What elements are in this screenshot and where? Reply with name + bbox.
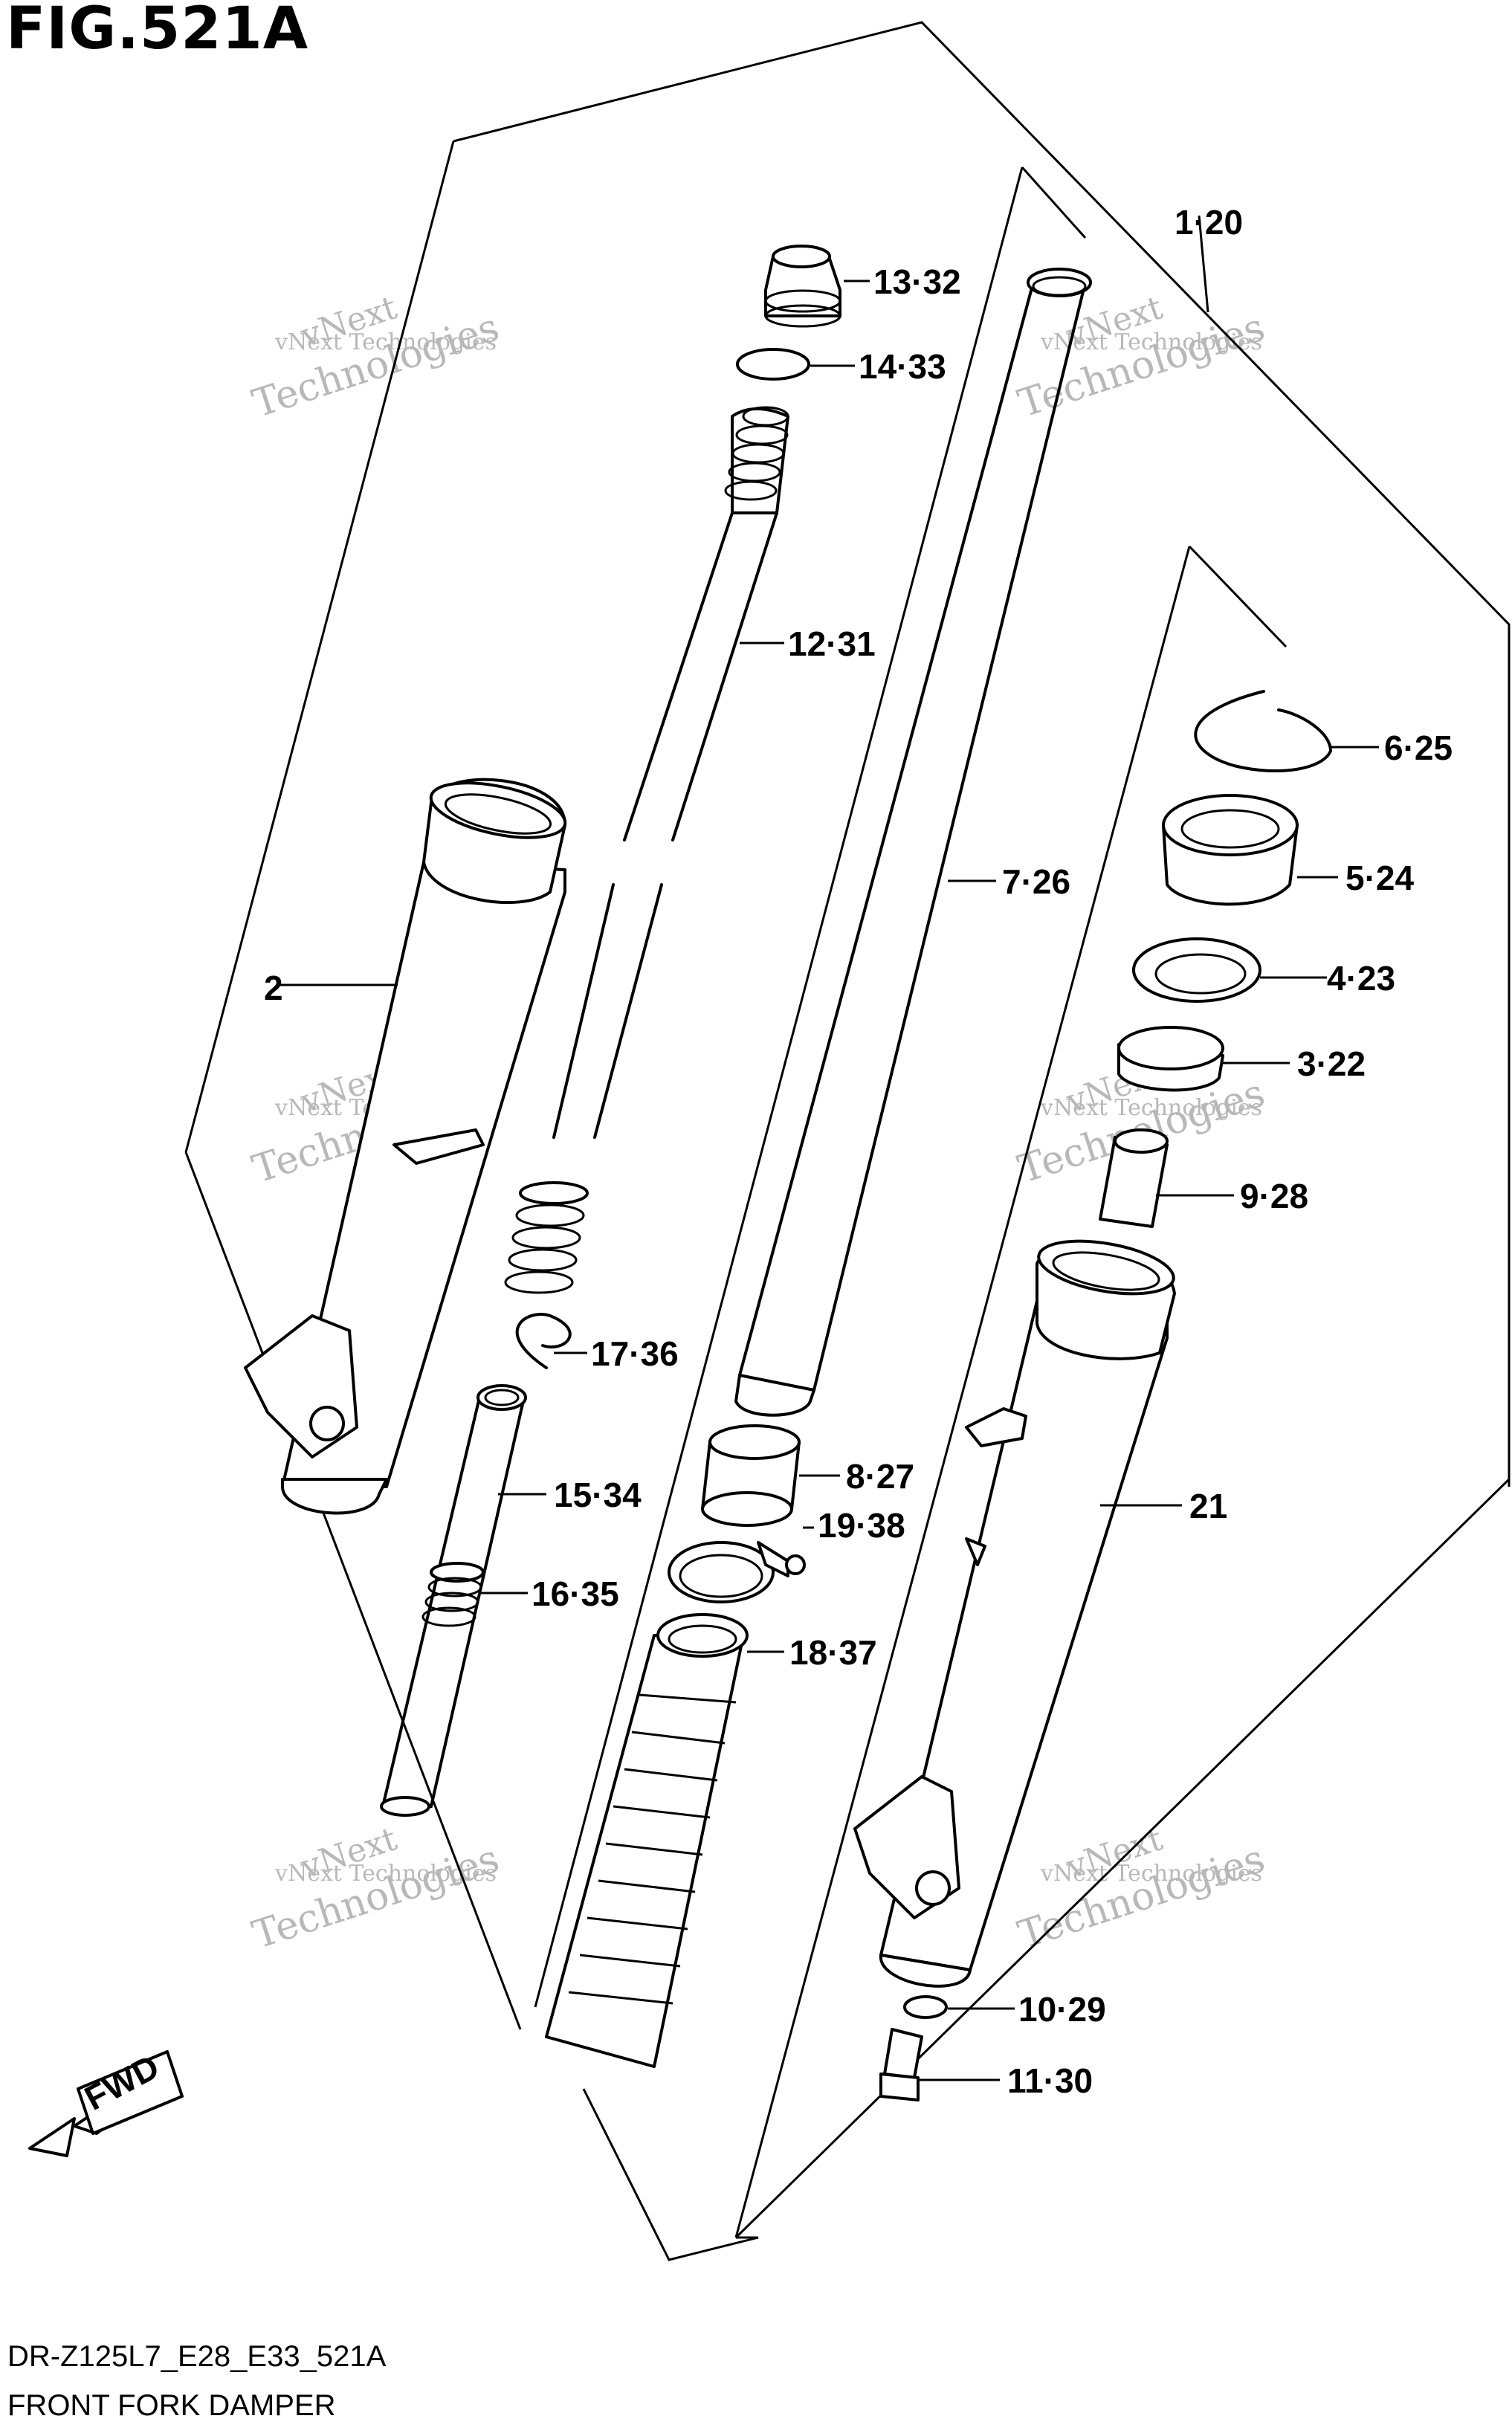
figure-title: FIG.521A [6, 0, 309, 62]
part-17-circlip [515, 1313, 572, 1369]
callout-18-37: 18·37 [789, 1633, 877, 1672]
part-15-damper-cylinder [380, 1384, 527, 1817]
callout-21: 21 [1189, 1487, 1227, 1525]
rebound-spring-top [724, 406, 789, 501]
assembly-boundary [184, 21, 1511, 2261]
part-18-dust-boot [545, 1613, 749, 2068]
callout-19-38: 19·38 [818, 1506, 905, 1545]
part-12-damper-rod [504, 406, 789, 1294]
callout-12-31: 12·31 [788, 624, 876, 663]
part-3-bushing [1117, 1026, 1224, 1092]
callout-7-26: 7·26 [1002, 862, 1070, 901]
callout-13-32: 13·32 [873, 262, 961, 301]
callout-17-36: 17·36 [591, 1334, 679, 1373]
fwd-arrow: FWD [28, 2047, 184, 2157]
part-11-bolt [879, 2028, 923, 2101]
watermark-text: vNext Technologies [1040, 1861, 1262, 1887]
leader-lines [277, 215, 1379, 2081]
watermark-text: vNext Technologies [274, 329, 497, 355]
part-2-outer-tube [244, 778, 567, 1515]
part-14-o-ring [736, 348, 810, 381]
part-7-inner-tube [734, 268, 1092, 1417]
callout-6-25: 6·25 [1384, 728, 1453, 767]
part-9-spacer [1099, 1128, 1169, 1228]
callout-5-24: 5·24 [1345, 859, 1414, 897]
part-10-gasket [903, 1995, 948, 2019]
part-13-cap-bolt [764, 245, 841, 328]
part-8-bushing [701, 1424, 801, 1527]
callout-4-23: 4·23 [1327, 959, 1395, 998]
part-4-washer [1132, 937, 1261, 1003]
callout-2: 2 [264, 969, 283, 1007]
callout-3-22: 3·22 [1297, 1044, 1366, 1083]
callout-9-28: 9·28 [1240, 1177, 1308, 1215]
part-5-oil-seal [1162, 794, 1299, 906]
callout-16-35: 16·35 [532, 1574, 619, 1613]
rebound-spring-bottom [504, 1181, 589, 1294]
callout-8-27: 8·27 [846, 1457, 914, 1496]
figure-code: DR-Z125L7_E28_E33_521A [7, 2340, 387, 2373]
part-16-spring [421, 1562, 485, 1627]
callout-10-29: 10·29 [1018, 1990, 1106, 2029]
part-19-clamp [668, 1541, 806, 1603]
callout-labels: 1·20 2 3·22 4·23 5·24 6·25 7·26 8·27 9·2… [264, 203, 1453, 2100]
watermark-text: vNext Technologies [1040, 1095, 1262, 1121]
callout-15-34: 15·34 [554, 1476, 642, 1514]
figure-name: FRONT FORK DAMPER [7, 2389, 336, 2422]
part-21-outer-tube [853, 1239, 1176, 1988]
watermark-text: vNext Technologies [274, 1861, 497, 1887]
callout-14-33: 14·33 [859, 347, 946, 386]
part-6-clip [1194, 690, 1332, 773]
callout-11-30: 11·30 [1007, 2061, 1093, 2100]
callout-1-20: 1·20 [1175, 203, 1243, 242]
